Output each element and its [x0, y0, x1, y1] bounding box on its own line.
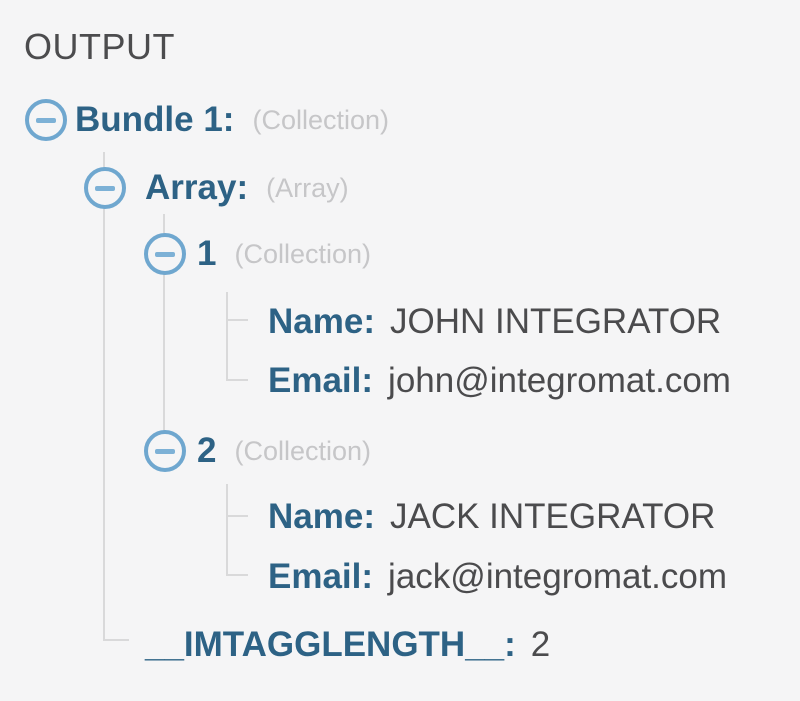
node-value: john@integromat.com: [388, 361, 731, 400]
node-value: JOHN INTEGRATOR: [389, 302, 722, 341]
tree-guide-line-bundle: [103, 152, 105, 641]
minus-icon: [36, 117, 56, 123]
node-key-label: Email:: [268, 361, 374, 400]
tree-branch-tick-name-2: [226, 515, 248, 517]
tree-branch-tick-email-1: [226, 379, 248, 381]
tree-node-collection-1: 1 (Collection): [0, 230, 800, 278]
tree-branch-tick-name-1: [226, 319, 248, 321]
tree-node-name-2: Name: JACK INTEGRATOR: [0, 493, 800, 541]
tree-node-email-1: Email: john@integromat.com: [0, 357, 800, 405]
collapse-toggle-icon[interactable]: [84, 167, 126, 209]
tree-node-email-2: Email: jack@integromat.com: [0, 553, 800, 601]
node-key-label: 1: [197, 234, 217, 273]
node-key-label: 2: [197, 431, 217, 470]
node-type-label: (Collection): [234, 435, 372, 466]
tree-node-imtagglength: __IMTAGGLENGTH__: 2: [0, 621, 800, 669]
tree-node-collection-2: 2 (Collection): [0, 427, 800, 475]
node-type-label: (Collection): [234, 238, 372, 269]
node-value: 2: [530, 625, 551, 664]
minus-icon: [95, 185, 115, 191]
panel-title: OUTPUT: [24, 26, 175, 67]
tree-node-array: Array: (Array): [0, 164, 800, 212]
collapse-toggle-icon[interactable]: [25, 99, 67, 141]
node-key-label: Name:: [268, 497, 375, 536]
tree-guide-line-collection-1: [226, 292, 228, 381]
collapse-toggle-icon[interactable]: [144, 430, 186, 472]
tree-guide-line-collection-2: [226, 484, 228, 576]
node-value: JACK INTEGRATOR: [389, 497, 716, 536]
node-key-label: Array:: [145, 168, 249, 207]
node-key-label: __IMTAGGLENGTH__:: [145, 625, 516, 664]
node-key-label: Email:: [268, 557, 374, 596]
tree-branch-tick-email-2: [226, 574, 248, 576]
tree-branch-tick-length: [103, 639, 129, 641]
collapse-toggle-icon[interactable]: [144, 233, 186, 275]
node-value: jack@integromat.com: [388, 557, 728, 596]
minus-icon: [155, 251, 175, 257]
node-key-label: Name:: [268, 302, 375, 341]
node-type-label: (Array): [266, 172, 349, 203]
tree-node-bundle-1: Bundle 1: (Collection): [0, 96, 800, 144]
minus-icon: [155, 448, 175, 454]
node-type-label: (Collection): [252, 104, 389, 135]
tree-node-name-1: Name: JOHN INTEGRATOR: [0, 298, 800, 346]
node-key-label: Bundle 1:: [75, 100, 235, 139]
tree-guide-line-array: [163, 214, 165, 450]
